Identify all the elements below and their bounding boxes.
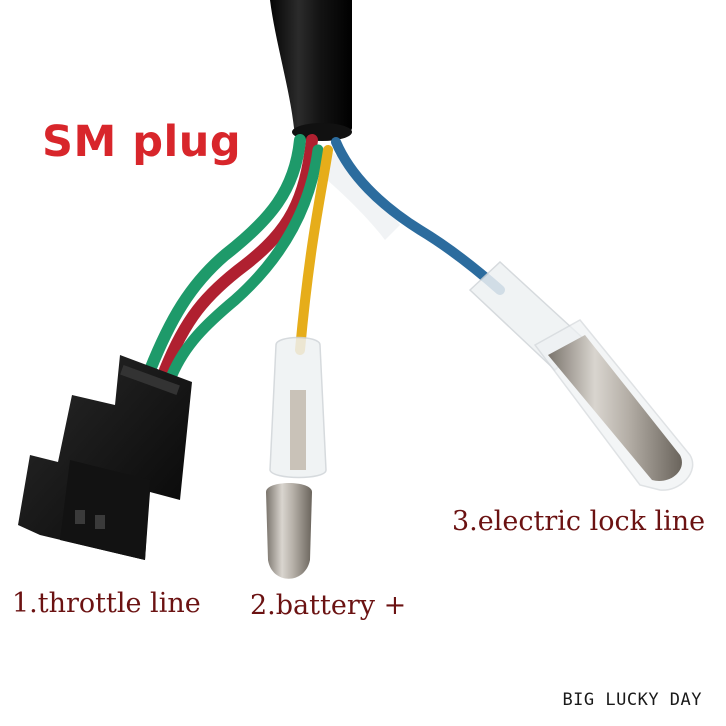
red-wire — [159, 134, 318, 376]
throttle-line-label: 1.throttle line — [12, 588, 201, 619]
lock-female-terminal — [468, 260, 694, 491]
battery-label: 2.battery + — [250, 590, 407, 621]
green-wire — [144, 134, 306, 376]
watermark: BIG LUCKY DAY — [562, 690, 702, 710]
cable-end — [292, 123, 352, 141]
battery-bullet-terminal — [266, 336, 327, 579]
yellow-wire — [295, 145, 333, 355]
sm-plug-title: SM plug — [42, 117, 242, 167]
black-cable — [270, 0, 352, 138]
electric-lock-line-label: 3.electric lock line — [452, 506, 706, 537]
sm-plug-connector — [18, 355, 192, 560]
blue-wire — [331, 137, 505, 295]
heat-shrink-sleeve — [318, 150, 400, 240]
green-wire-2 — [166, 144, 324, 381]
